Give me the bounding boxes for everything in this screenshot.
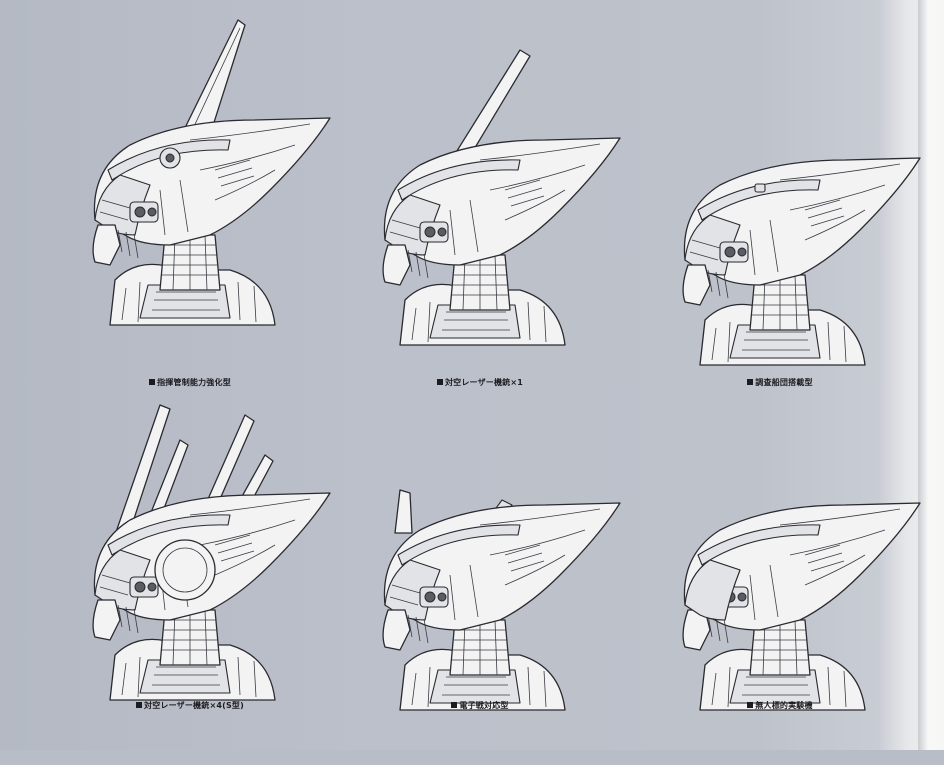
caption-survey: 調査船団搭載型 [630,377,930,388]
bullet-square-icon [451,702,458,708]
bullet-square-icon [436,379,443,385]
variant-single-laser: 対空レーザー機銃×1 [330,40,630,400]
bullet-square-icon [149,379,156,385]
variant-commander: 指揮管制能力強化型 [40,19,340,387]
electronic-warfare-head-icon [382,489,621,711]
bullet-square-icon [747,702,754,708]
quad-laser-head-icon [92,404,331,701]
caption-commander: 指揮管制能力強化型 [40,377,340,388]
variant-survey: 調査船団搭載型 [630,60,930,420]
caption-electronic-warfare: 電子戦対応型 [330,700,630,711]
caption-single-laser: 対空レーザー機銃×1 [330,377,630,388]
bullet-square-icon [747,379,754,385]
page-spine-edge [918,0,944,750]
variant-quad-laser: 対空レーザー機銃×4(S型) [40,395,340,755]
bullet-square-icon [136,702,142,708]
survey-head-icon [682,157,921,366]
variant-drone-target: 無人標的実験機 [630,405,930,765]
variant-electronic-warfare: 電子戦対応型 [330,405,630,765]
commander-head-icon [92,19,331,326]
drone-target-head-icon [682,502,921,711]
caption-drone-target: 無人標的実験機 [630,700,930,711]
single-laser-head-icon [382,49,621,346]
caption-quad-laser: 対空レーザー機銃×4(S型) [40,700,340,711]
